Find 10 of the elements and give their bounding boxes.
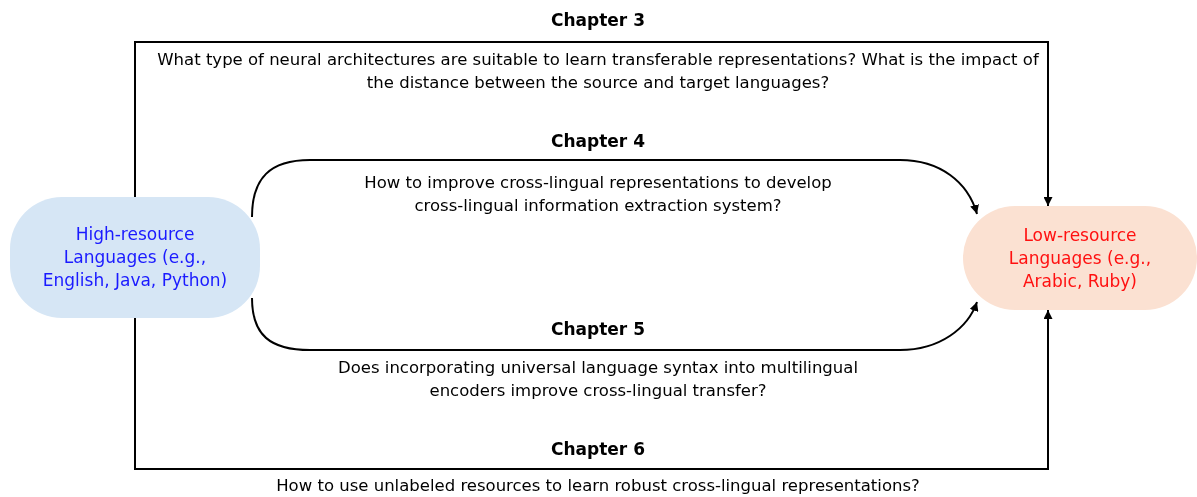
arrow [251,159,979,218]
research-question: Does incorporating universal language syntax into multilingual encoders improve cross-lingual transfer? [337,357,859,402]
language-box: Low-resource Languages (e.g., Arabic, Ruby) [963,206,1197,310]
research-question: What type of neural architectures are suitable to learn transferable representations? What is the impact of the distance between the source and target languages? [156,49,1040,94]
language-box: High-resource Languages (e.g., English, Java, Python) [10,197,260,318]
arrow [134,41,1053,207]
research-question: How to use unlabeled resources to learn robust cross-lingual representations? [275,475,921,497]
research-question: How to improve cross-lingual representations to develop cross-lingual information extraction system? [363,172,833,217]
arrow [134,309,1053,470]
arrow [251,297,978,351]
